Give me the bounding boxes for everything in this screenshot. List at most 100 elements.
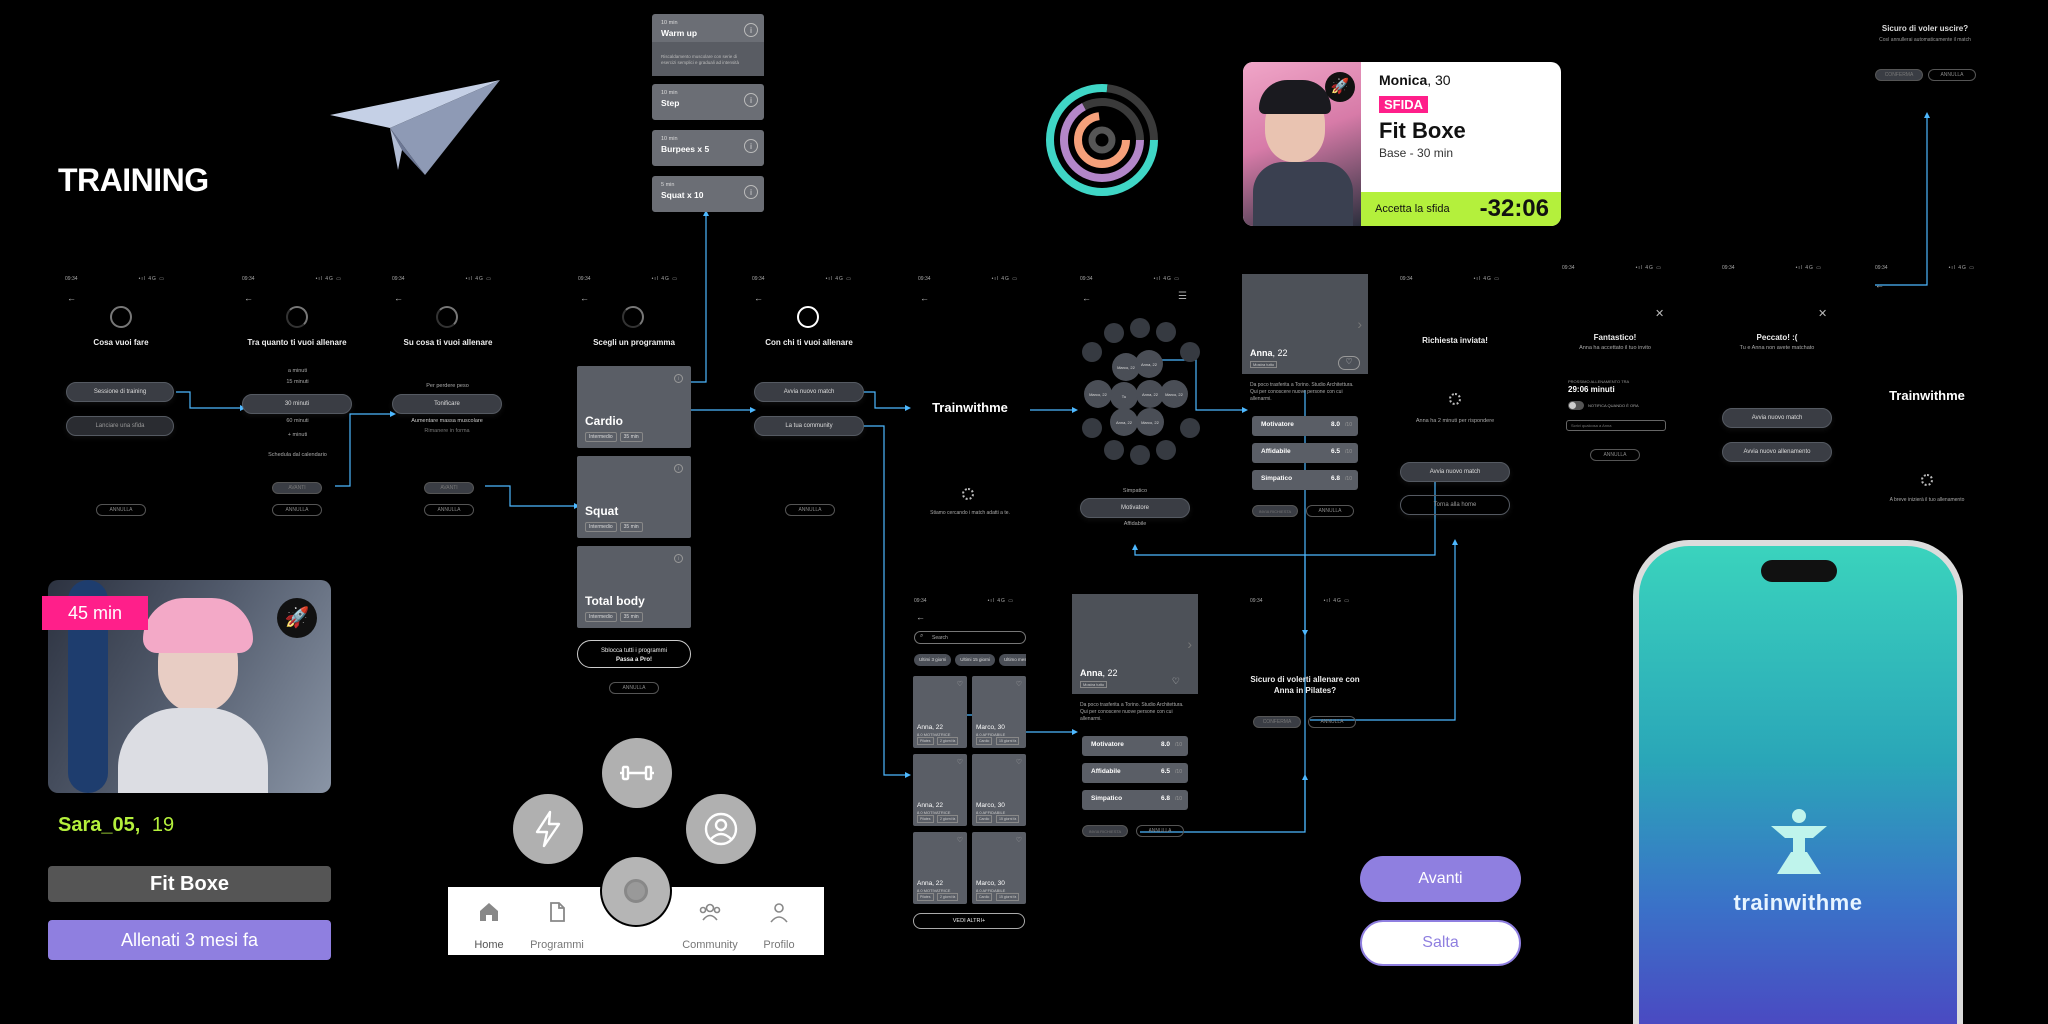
notify-toggle[interactable] bbox=[1568, 401, 1584, 410]
match-bubble-small[interactable] bbox=[1130, 318, 1150, 338]
cancel-button[interactable]: ANNULLA bbox=[1308, 716, 1356, 728]
training-session-button[interactable]: Sessione di training bbox=[66, 382, 174, 402]
accept-challenge-bar[interactable]: Accetta la sfida -32:06 bbox=[1361, 192, 1561, 226]
cancel-button[interactable]: ANNULLA bbox=[272, 504, 322, 516]
heart-icon[interactable]: ♡ bbox=[1015, 681, 1022, 688]
back-arrow-icon[interactable]: ← bbox=[394, 293, 403, 303]
cancel-button[interactable]: ANNULLA bbox=[1136, 825, 1184, 837]
match-bubble-small[interactable] bbox=[1082, 342, 1102, 362]
profile-icon[interactable] bbox=[768, 901, 790, 923]
match-bubble-small[interactable] bbox=[1082, 418, 1102, 438]
heart-icon[interactable]: ♡ bbox=[1015, 837, 1022, 844]
goal-option[interactable]: Rimanere in forma bbox=[424, 428, 470, 434]
info-icon[interactable]: i bbox=[674, 374, 683, 383]
match-bubble[interactable]: Tu bbox=[1110, 382, 1138, 410]
time-option[interactable]: 15 minuti bbox=[286, 379, 309, 385]
close-icon[interactable]: ✕ bbox=[1655, 308, 1665, 320]
nav-community[interactable]: Community bbox=[682, 939, 738, 951]
send-request-button[interactable]: INVIA RICHIESTA bbox=[1082, 825, 1128, 837]
challenge-action-button[interactable] bbox=[513, 794, 583, 864]
filter-chip[interactable]: Ultimi 15 giorni bbox=[955, 654, 996, 666]
search-input[interactable]: ⌕ Search bbox=[914, 631, 1026, 644]
match-bubble-small[interactable] bbox=[1156, 322, 1176, 342]
back-arrow-icon[interactable]: ← bbox=[754, 293, 763, 303]
time-option[interactable]: + minuti bbox=[287, 432, 308, 438]
nav-programs[interactable]: Programmi bbox=[530, 939, 584, 951]
new-match-button[interactable]: Avvia nuovo match bbox=[754, 382, 864, 402]
exit-confirm-button[interactable]: CONFERMA bbox=[1875, 69, 1923, 81]
goal-option[interactable]: Aumentare massa muscolare bbox=[411, 418, 483, 424]
community-icon[interactable] bbox=[699, 901, 721, 923]
unlock-pro-button[interactable]: Sblocca tutti i programmi Passa a Pro! bbox=[577, 640, 691, 668]
back-home-button[interactable]: Torna alla home bbox=[1400, 495, 1510, 515]
cancel-button[interactable]: ANNULLA bbox=[424, 504, 474, 516]
close-icon[interactable]: ✕ bbox=[1818, 308, 1828, 320]
schedule-calendar-link[interactable]: Schedula dal calendario bbox=[268, 452, 327, 458]
new-match-button[interactable]: Avvia nuovo match bbox=[1400, 462, 1510, 482]
heart-icon[interactable]: ♡ bbox=[956, 837, 963, 844]
heart-icon[interactable]: ♡ bbox=[956, 759, 963, 766]
new-training-button[interactable]: Avvia nuovo allenamento bbox=[1722, 442, 1832, 462]
match-bubble[interactable]: Anna, 22 bbox=[1110, 408, 1138, 436]
match-bubble-small[interactable] bbox=[1180, 342, 1200, 362]
back-arrow-icon[interactable]: ← bbox=[244, 293, 253, 303]
back-arrow-icon[interactable]: ← bbox=[1875, 280, 1884, 290]
info-icon[interactable]: i bbox=[674, 554, 683, 563]
match-bubble[interactable]: Marco, 22 bbox=[1136, 408, 1164, 436]
match-bubble-small[interactable] bbox=[1156, 440, 1176, 460]
cancel-button[interactable]: ANNULLA bbox=[96, 504, 146, 516]
time-option-selected[interactable]: 30 minuti bbox=[242, 394, 352, 414]
info-icon[interactable]: i bbox=[744, 23, 758, 37]
cancel-button[interactable]: ANNULLA bbox=[785, 504, 835, 516]
info-icon[interactable]: i bbox=[744, 93, 758, 107]
confirm-button[interactable]: CONFERMA bbox=[1253, 716, 1301, 728]
match-bubble[interactable]: Marco, 22 bbox=[1084, 380, 1112, 408]
nav-home[interactable]: Home bbox=[474, 939, 504, 951]
trait-option[interactable]: Affidabile bbox=[1123, 521, 1147, 527]
home-icon[interactable] bbox=[478, 901, 500, 923]
trait-option-selected[interactable]: Motivatore bbox=[1080, 498, 1190, 518]
nav-profile[interactable]: Profilo bbox=[763, 939, 795, 951]
cancel-button[interactable]: ANNULLA bbox=[1306, 505, 1354, 517]
match-bubble-small[interactable] bbox=[1180, 418, 1200, 438]
next-button[interactable]: AVANTI bbox=[424, 482, 474, 494]
next-button[interactable]: AVANTI bbox=[272, 482, 322, 494]
exercise-card-burpees[interactable]: 10 min Burpees x 5 i bbox=[652, 130, 764, 166]
goal-option[interactable]: Per perdere peso bbox=[426, 383, 469, 389]
info-icon[interactable]: i bbox=[744, 185, 758, 199]
new-match-button[interactable]: Avvia nuovo match bbox=[1722, 408, 1832, 428]
nav-center-button[interactable] bbox=[602, 857, 670, 925]
filter-chip[interactable]: Ultimi 3 giorni bbox=[914, 654, 952, 666]
match-bubble-small[interactable] bbox=[1104, 323, 1124, 343]
heart-icon[interactable]: ♡ bbox=[1338, 356, 1360, 370]
send-request-button[interactable]: INVIA RICHIESTA bbox=[1252, 505, 1298, 517]
back-arrow-icon[interactable]: ← bbox=[920, 293, 929, 303]
next-button[interactable]: Avanti bbox=[1360, 856, 1521, 902]
back-arrow-icon[interactable]: ← bbox=[580, 293, 589, 303]
launch-challenge-button[interactable]: Lanciare una sfida bbox=[66, 416, 174, 436]
document-icon[interactable] bbox=[546, 901, 568, 923]
time-option[interactable]: a minuti bbox=[287, 368, 308, 374]
goal-option-selected[interactable]: Tonificare bbox=[392, 394, 502, 414]
back-arrow-icon[interactable]: ← bbox=[916, 612, 925, 622]
message-input[interactable]: Scrivi qualcosa a Anna bbox=[1566, 420, 1666, 431]
see-more-button[interactable]: VEDI ALTRI+ bbox=[913, 913, 1025, 929]
back-arrow-icon[interactable]: ← bbox=[67, 293, 76, 303]
exercise-card-step[interactable]: 10 min Step i bbox=[652, 84, 764, 120]
exit-cancel-button[interactable]: ANNULLA bbox=[1928, 69, 1976, 81]
exercise-card-warmup[interactable]: 10 min Warm up i Riscaldamento muscolare… bbox=[652, 14, 764, 76]
dumbbell-action-button[interactable] bbox=[602, 738, 672, 808]
exercise-card-squat[interactable]: 5 min Squat x 10 i bbox=[652, 176, 764, 212]
community-button[interactable]: La tua community bbox=[754, 416, 864, 436]
info-icon[interactable]: i bbox=[744, 139, 758, 153]
trait-option[interactable]: Simpatico bbox=[1122, 488, 1148, 494]
